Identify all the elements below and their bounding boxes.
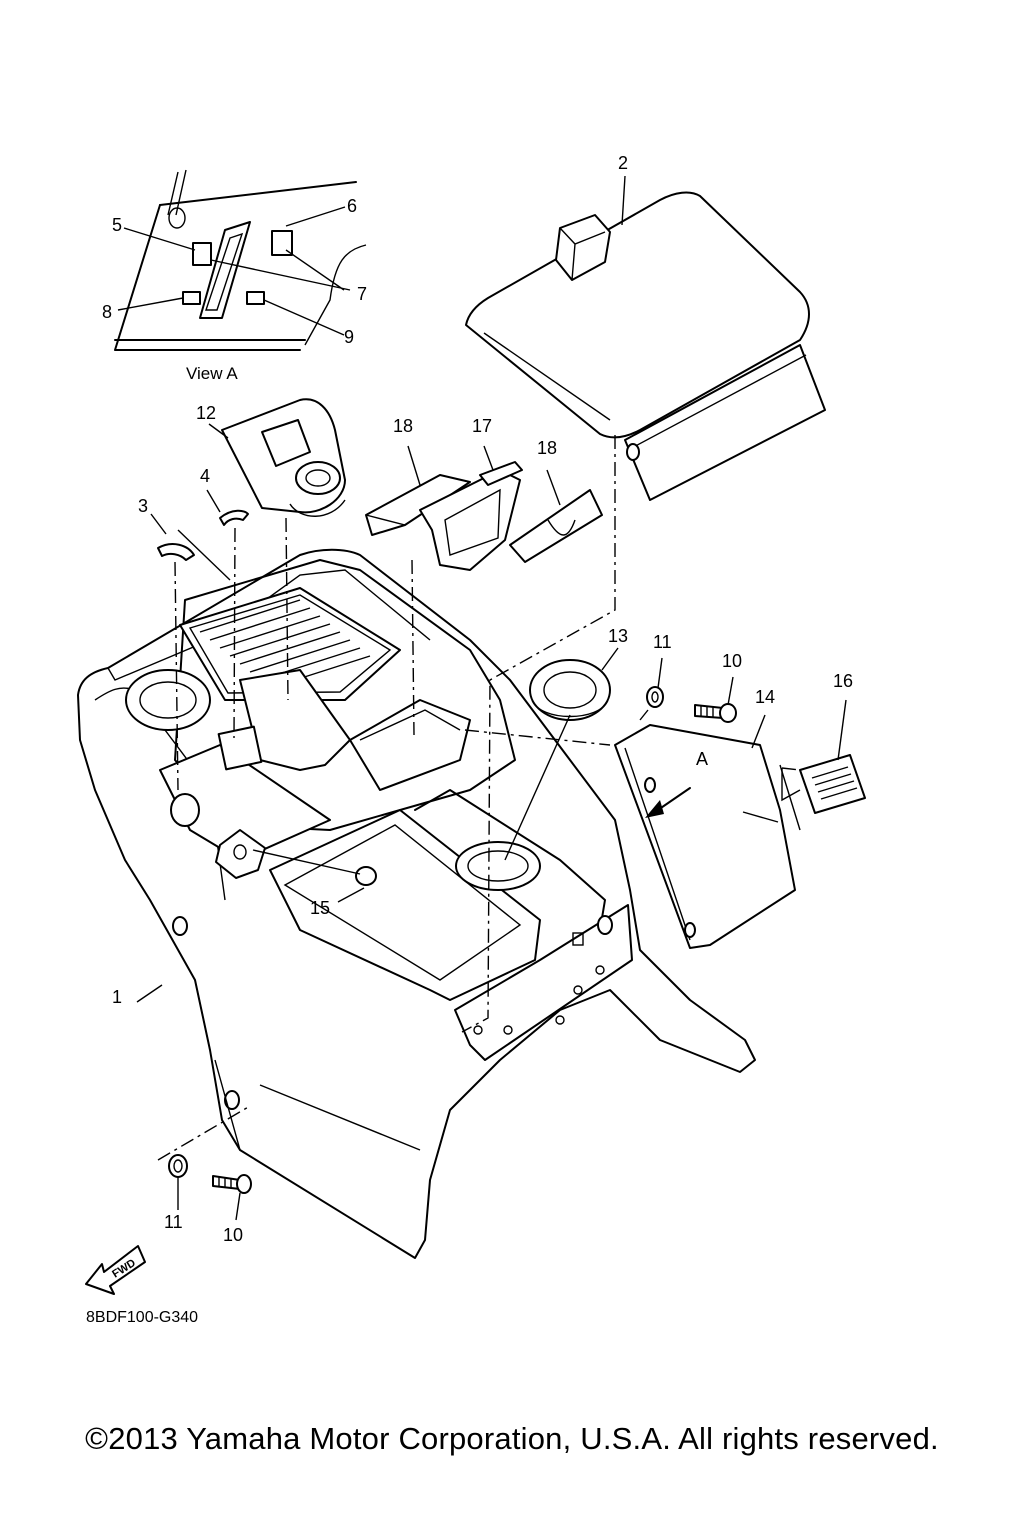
part-11-nut-top (646, 686, 664, 708)
part-10-bolt-top (694, 703, 737, 723)
callout-8: 8 (102, 302, 113, 322)
callout-15: 15 (310, 898, 331, 918)
part-14-side-cover (614, 724, 801, 949)
callout-18-right: 18 (537, 438, 558, 458)
view-a-inset (114, 169, 367, 351)
callout-17: 17 (472, 416, 493, 436)
assembly-lines (157, 435, 801, 1161)
cup-holder-right (455, 841, 541, 891)
cup-holder-left (125, 669, 211, 731)
callout-7: 7 (357, 284, 368, 304)
part-6-square (271, 230, 293, 256)
part-4-label (219, 509, 249, 526)
callout-12: 12 (196, 403, 217, 423)
callout-16: 16 (833, 671, 854, 691)
part-18-foam-right (509, 489, 603, 563)
part-10-bolt-bottom (212, 1174, 252, 1194)
leader-lines (136, 175, 847, 1221)
part-13-grommet (529, 659, 611, 721)
plug-socket (215, 829, 266, 879)
view-a-label: View A (186, 364, 238, 383)
part-3-label (157, 543, 195, 561)
callout-14: 14 (755, 687, 776, 707)
callout-1: 1 (112, 987, 123, 1007)
switch-socket (217, 725, 263, 771)
storage-tray (269, 809, 541, 1001)
callout-6: 6 (347, 196, 358, 216)
callout-10-bottom: 10 (223, 1225, 244, 1245)
callout-3: 3 (138, 496, 149, 516)
callout-11-top: 11 (653, 632, 672, 652)
part-11-nut-bottom (168, 1154, 188, 1178)
callout-5: 5 (112, 215, 123, 235)
part-9-pad (246, 291, 265, 305)
part-2-lid (465, 191, 826, 501)
view-a-arrow (645, 787, 691, 818)
callout-10-top: 10 (722, 651, 743, 671)
part-16-label (799, 754, 866, 814)
part-15-plug (355, 866, 377, 886)
callout-9: 9 (344, 327, 355, 347)
callout-4: 4 (200, 466, 211, 486)
part-1-console (77, 548, 756, 1259)
copyright-notice: ©2013 Yamaha Motor Corporation, U.S.A. A… (85, 1421, 939, 1456)
callout-13: 13 (608, 626, 629, 646)
callout-18-left: 18 (393, 416, 414, 436)
callout-2: 2 (618, 153, 629, 173)
diagram-code: 8BDF100-G340 (86, 1309, 199, 1326)
part-17-bracket (419, 461, 523, 571)
part-8-pad (182, 291, 201, 305)
callout-11-bottom: 11 (164, 1212, 183, 1232)
part-5-square (192, 242, 212, 266)
fwd-arrow-icon: FWD (85, 1245, 146, 1295)
part-12-bezel (221, 398, 346, 517)
view-a-arrow-label: A (696, 749, 709, 769)
